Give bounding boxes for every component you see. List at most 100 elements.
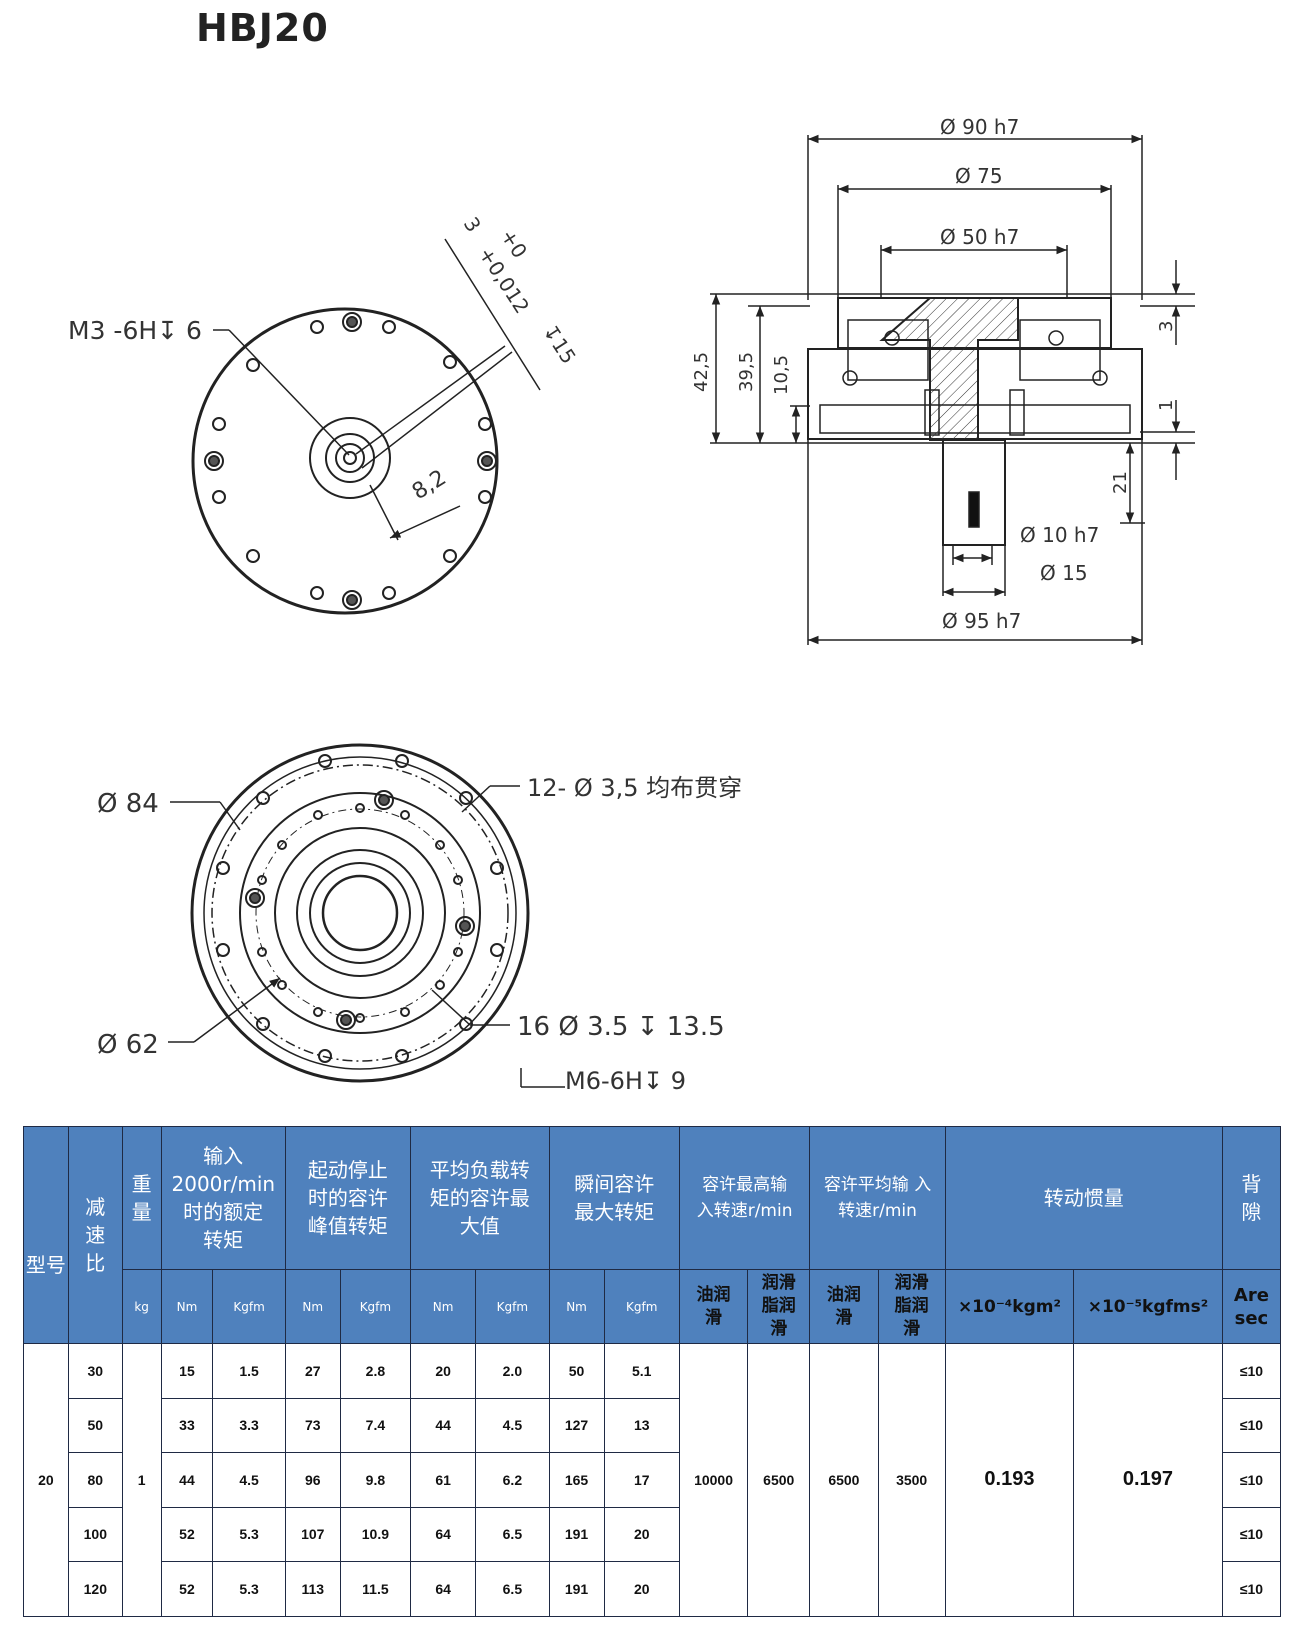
technical-drawing: M3 -6H↧ 6 3 +0 +0,012 ↧15 8,2 [68, 115, 1195, 1095]
cell-backlash: ≤10 [1221, 1343, 1282, 1399]
dim-h1: 1 [1156, 400, 1177, 411]
cell-peak-nm: 96 [284, 1452, 341, 1508]
cell-mom-nm: 50 [548, 1343, 605, 1399]
unit-peak-nm: Nm [284, 1269, 341, 1344]
dim-d50: Ø 50 h7 [940, 225, 1019, 249]
header-avg-torque: 平均负载转 矩的容许最 大值 [410, 1126, 550, 1270]
unit-max-speed-grease: 润滑 脂润 滑 [747, 1269, 811, 1344]
cell-avg-nm: 64 [410, 1506, 477, 1562]
table-row: 50 33 3.3 73 7.4 44 4.5 127 13 ≤10 [24, 1397, 1282, 1453]
cell-peak-kgfm: 7.4 [339, 1397, 412, 1453]
dim-d10: Ø 10 h7 [1020, 523, 1099, 547]
front-dim-82: 8,2 [408, 465, 451, 505]
rear-view [168, 743, 565, 1088]
unit-arcsec: Are sec [1221, 1269, 1282, 1344]
cell-rated-nm: 33 [160, 1397, 214, 1453]
unit-inertia-si: ×10⁻⁴kgm² [944, 1269, 1075, 1344]
page-title: HBJ20 [196, 6, 329, 50]
dim-h3: 3 [1156, 321, 1177, 332]
spec-table: 型号 减速比 重量 输入 2000r/min 时的额定 转矩 起动停止 时的容许… [23, 1126, 1282, 1617]
cell-max-speed-oil: 10000 [678, 1343, 749, 1617]
cell-avg-speed-oil: 6500 [809, 1343, 879, 1617]
cell-avg-kgfm: 6.2 [475, 1452, 550, 1508]
dim-h21: 21 [1110, 471, 1131, 494]
cell-ratio: 100 [67, 1506, 123, 1562]
header-max-speed: 容许最高输 入转速r/min [678, 1126, 811, 1270]
cell-rated-nm: 44 [160, 1452, 214, 1508]
rear-view-labels: Ø 84 Ø 62 12- Ø 3,5 均布贯穿 16 Ø 3.5 ↧ 13.5… [97, 774, 742, 1095]
unit-max-speed-oil: 油润 滑 [678, 1269, 749, 1344]
cell-rated-kgfm: 5.3 [212, 1506, 286, 1562]
unit-avg-nm: Nm [410, 1269, 477, 1344]
table-row: 100 52 5.3 107 10.9 64 6.5 191 20 ≤10 [24, 1506, 1282, 1562]
unit-avg-kgfm: Kgfm [475, 1269, 550, 1344]
cell-ratio: 50 [67, 1397, 123, 1453]
cell-backlash: ≤10 [1221, 1452, 1282, 1508]
front-thread-label: M3 -6H↧ 6 [68, 316, 202, 345]
cell-rated-nm: 15 [160, 1343, 214, 1399]
cell-avg-nm: 64 [410, 1561, 477, 1617]
dim-h425: 42,5 [691, 352, 712, 392]
front-key-depth: 3 [459, 213, 486, 237]
cell-mom-kgfm: 20 [603, 1506, 680, 1562]
cell-mom-nm: 191 [548, 1506, 605, 1562]
cell-backlash: ≤10 [1221, 1561, 1282, 1617]
front-view [191, 238, 541, 615]
dim-d15: Ø 15 [1040, 561, 1088, 585]
cell-peak-nm: 73 [284, 1397, 341, 1453]
header-avg-speed: 容许平均输 入转速r/min [809, 1126, 946, 1270]
cell-backlash: ≤10 [1221, 1506, 1282, 1562]
header-inertia: 转动惯量 [944, 1126, 1223, 1270]
cell-avg-kgfm: 2.0 [475, 1343, 550, 1399]
unit-mom-nm: Nm [548, 1269, 605, 1344]
cell-inertia-si: 0.193 [944, 1343, 1075, 1617]
cell-avg-kgfm: 4.5 [475, 1397, 550, 1453]
unit-rated-kgfm: Kgfm [212, 1269, 286, 1344]
cell-rated-kgfm: 5.3 [212, 1561, 286, 1617]
front-key-tol-lower: +0,012 [474, 243, 534, 318]
cell-backlash: ≤10 [1221, 1397, 1282, 1453]
cell-avg-kgfm: 6.5 [475, 1561, 550, 1617]
unit-inertia-kgf: ×10⁻⁵kgfms² [1073, 1269, 1223, 1344]
cell-mom-nm: 127 [548, 1397, 605, 1453]
unit-peak-kgfm: Kgfm [339, 1269, 412, 1344]
holes-16-label: 16 Ø 3.5 ↧ 13.5 [517, 1012, 725, 1042]
cell-mom-nm: 191 [548, 1561, 605, 1617]
cell-mom-kgfm: 20 [603, 1561, 680, 1617]
cell-mom-kgfm: 13 [603, 1397, 680, 1453]
cell-peak-kgfm: 2.8 [339, 1343, 412, 1399]
cell-peak-kgfm: 10.9 [339, 1506, 412, 1562]
cell-avg-nm: 44 [410, 1397, 477, 1453]
dim-h395: 39,5 [736, 352, 757, 392]
cell-peak-nm: 113 [284, 1561, 341, 1617]
header-rated-torque: 输入 2000r/min 时的额定 转矩 [160, 1126, 286, 1270]
cell-rated-nm: 52 [160, 1561, 214, 1617]
cell-peak-nm: 107 [284, 1506, 341, 1562]
dim-d95: Ø 95 h7 [942, 609, 1021, 633]
cell-avg-nm: 20 [410, 1343, 477, 1399]
section-view [710, 134, 1195, 645]
cell-ratio: 120 [67, 1561, 123, 1617]
cell-rated-nm: 52 [160, 1506, 214, 1562]
header-weight: 重量 [121, 1126, 162, 1270]
cell-avg-kgfm: 6.5 [475, 1506, 550, 1562]
unit-avg-speed-oil: 油润 滑 [809, 1269, 879, 1344]
cell-mom-kgfm: 17 [603, 1452, 680, 1508]
header-ratio: 减速比 [67, 1126, 123, 1344]
dim-d75: Ø 75 [955, 164, 1003, 188]
dim-h105: 10,5 [771, 355, 792, 395]
table-row: 20 30 1 15 1.5 27 2.8 20 2.0 50 5.1 1000… [23, 1343, 1282, 1617]
cell-max-speed-grease: 6500 [747, 1343, 811, 1617]
header-model: 型号 [23, 1126, 69, 1344]
cell-model: 20 [23, 1343, 69, 1617]
section-view-labels: Ø 90 h7 Ø 75 Ø 50 h7 42,5 39,5 10,5 3 1 … [691, 115, 1177, 633]
cell-rated-kgfm: 4.5 [212, 1452, 286, 1508]
table-row: 120 52 5.3 113 11.5 64 6.5 191 20 ≤10 [24, 1561, 1282, 1617]
front-key-length: ↧15 [538, 320, 581, 368]
dim-d62: Ø 62 [97, 1030, 159, 1060]
cell-rated-kgfm: 1.5 [212, 1343, 286, 1399]
cell-ratio: 80 [67, 1452, 123, 1508]
cell-inertia-kgf: 0.197 [1073, 1343, 1223, 1617]
unit-mom-kgfm: Kgfm [603, 1269, 680, 1344]
thread-m6-label: M6-6H↧ 9 [565, 1067, 686, 1095]
